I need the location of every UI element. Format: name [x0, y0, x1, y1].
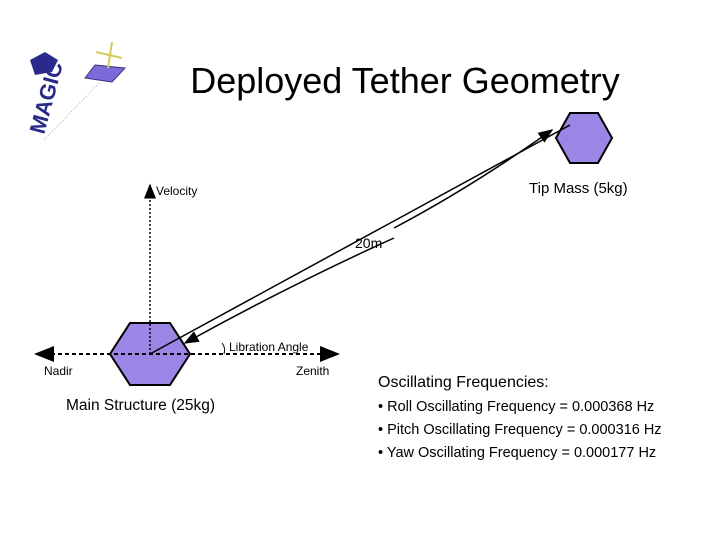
zenith-label: Zenith	[296, 364, 330, 378]
tether-length-arrow	[183, 237, 395, 344]
nadir-label: Nadir	[44, 364, 73, 378]
yaw-frequency-item: • Yaw Oscillating Frequency = 0.000177 H…	[378, 445, 657, 461]
tether-length-label: 20m	[355, 235, 383, 251]
libration-angle-arc	[221, 342, 226, 355]
tip-mass-label: Tip Mass (5kg)	[529, 180, 628, 197]
frequencies-list: • Roll Oscillating Frequency = 0.000368 …	[378, 396, 662, 465]
tip-mass-hexagon	[554, 112, 614, 164]
velocity-label: Velocity	[156, 184, 198, 198]
frequencies-heading: Oscillating Frequencies:	[378, 374, 549, 391]
tether-line	[149, 124, 571, 355]
slide-title: Deployed Tether Geometry	[190, 60, 620, 101]
libration-angle-label: Libration Angle	[229, 340, 309, 354]
main-structure-label: Main Structure (25kg)	[66, 397, 216, 414]
roll-frequency-item: • Roll Oscillating Frequency = 0.000368 …	[378, 399, 655, 415]
pitch-frequency-item: • Pitch Oscillating Frequency = 0.000316…	[378, 422, 662, 438]
